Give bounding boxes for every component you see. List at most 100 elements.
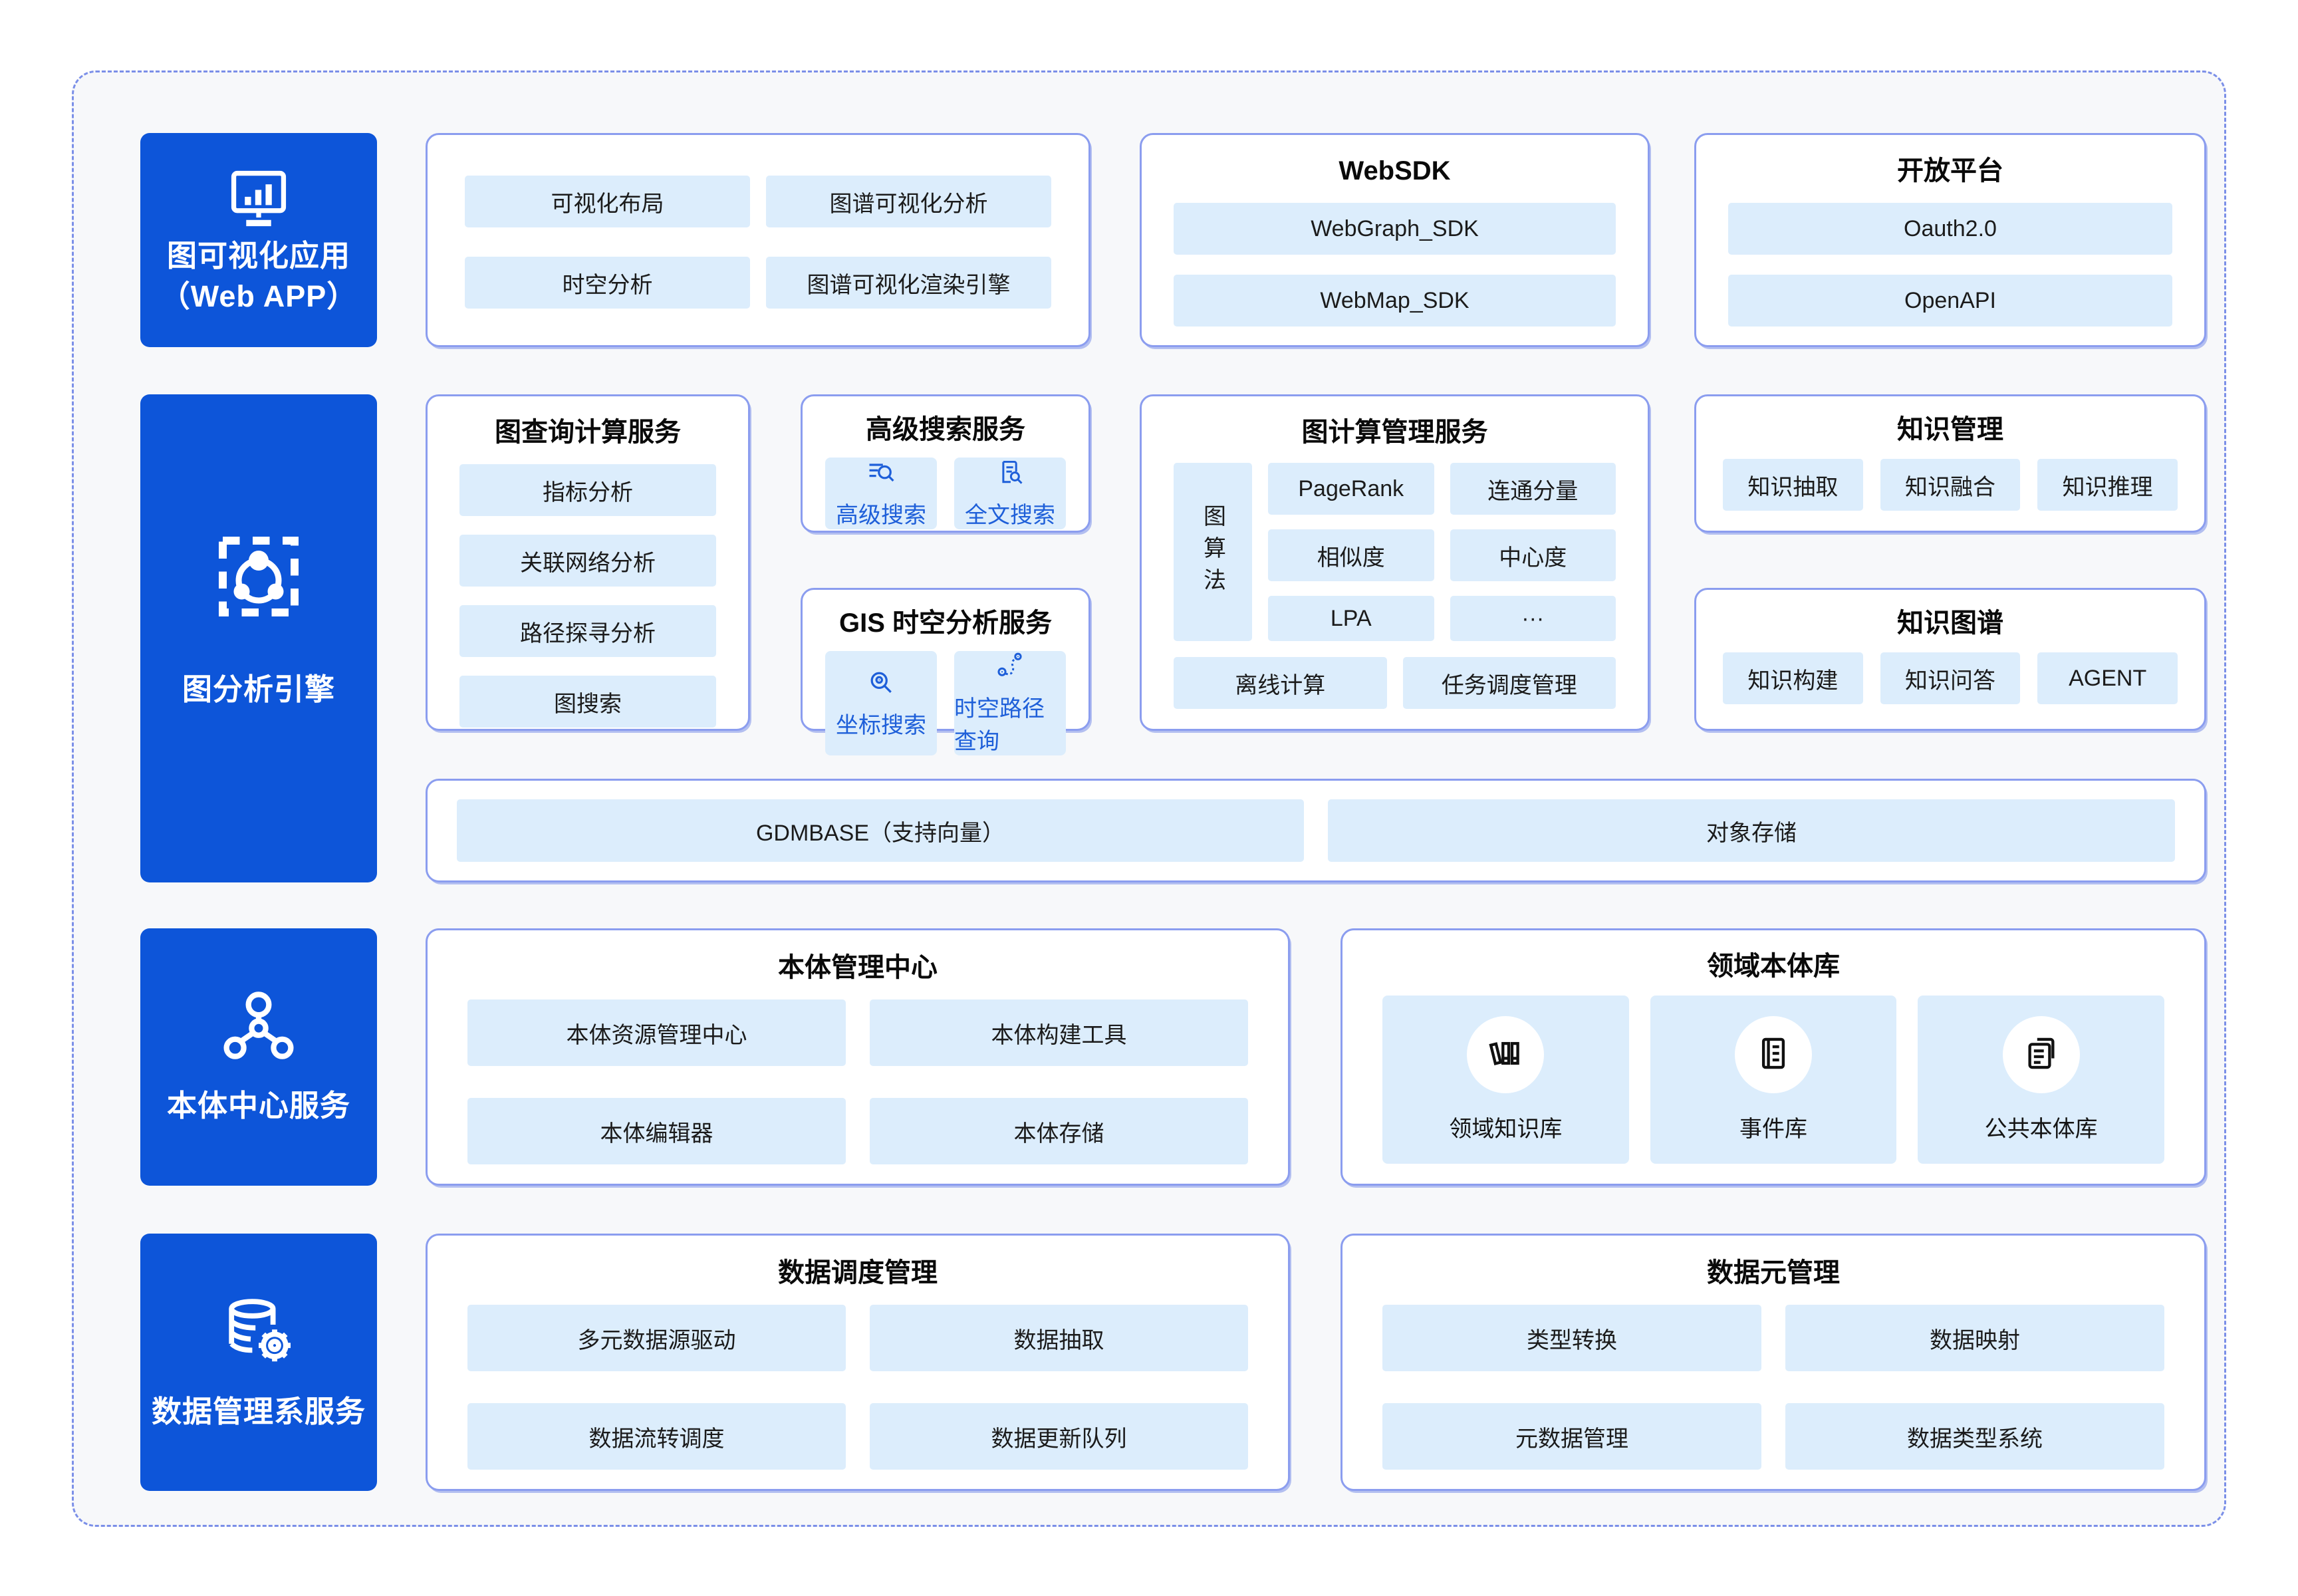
algorithm-pill: PageRank <box>1268 463 1434 515</box>
card-graph-compute: 图计算管理服务 图算法 PageRank 连通分量 相似度 中心度 LPA ··… <box>1140 394 1650 731</box>
monitor-chart-icon <box>222 164 295 236</box>
graph-algorithms-pill: 图算法 <box>1174 463 1252 641</box>
card-advanced-search: 高级搜索服务 高级搜索 <box>801 394 1090 533</box>
layer-graph-engine: 图分析引擎 <box>140 394 377 882</box>
database-gear-icon <box>215 1293 302 1376</box>
feature-pill: 数据更新队列 <box>870 1403 1248 1470</box>
pill-label: 全文搜索 <box>965 503 1055 528</box>
feature-pill: WebMap_SDK <box>1174 275 1616 327</box>
feature-pill: 图谱可视化分析 <box>766 176 1051 227</box>
feature-pill: 本体存储 <box>870 1098 1248 1164</box>
card-storage-bar: GDMBASE（支持向量） 对象存储 <box>426 779 2206 882</box>
layer-label: 图可视化应用 <box>166 238 350 273</box>
feature-pill-coordinate-search: 坐标搜索 <box>825 651 937 755</box>
algorithm-pill: LPA <box>1268 596 1434 641</box>
feature-pill: 关联网络分析 <box>459 535 716 587</box>
card-title: 领域本体库 <box>1707 952 1840 981</box>
layer-label: 本体中心服务 <box>166 1088 350 1123</box>
fulltext-search-icon <box>995 458 1025 491</box>
card-data-meta: 数据元管理 类型转换 数据映射 元数据管理 数据类型系统 <box>1340 1234 2206 1491</box>
feature-pill: 本体资源管理中心 <box>467 999 846 1066</box>
advanced-search-icon <box>866 458 896 491</box>
feature-pill: 本体编辑器 <box>467 1098 846 1164</box>
layer-label: 数据管理系服务 <box>151 1394 366 1428</box>
layer-data-service: 数据管理系服务 <box>140 1234 377 1491</box>
feature-pill: 知识抽取 <box>1723 459 1863 511</box>
feature-pill: 可视化布局 <box>465 176 750 227</box>
card-visual-app: 可视化布局 图谱可视化分析 时空分析 图谱可视化渲染引擎 <box>426 133 1090 347</box>
library-card-domain-knowledge: 领域知识库 <box>1382 996 1629 1164</box>
feature-pill: 数据流转调度 <box>467 1403 846 1470</box>
feature-pill: 类型转换 <box>1382 1305 1761 1371</box>
feature-pill: 指标分析 <box>459 464 716 516</box>
pill-label: 时空路径查询 <box>954 696 1045 754</box>
icon-circle <box>1467 1016 1545 1093</box>
feature-pill: 离线计算 <box>1174 657 1387 709</box>
storage-pill-object-storage: 对象存储 <box>1328 799 2175 862</box>
card-title: 知识管理 <box>1897 415 2003 444</box>
feature-pill: 时空分析 <box>465 257 750 309</box>
card-title: 数据元管理 <box>1707 1258 1840 1287</box>
stacked-docs-icon <box>2021 1033 2062 1077</box>
feature-pill: 知识融合 <box>1880 459 2021 511</box>
books-icon <box>1485 1033 1526 1077</box>
feature-pill: 图搜索 <box>459 676 716 728</box>
card-title: 知识图谱 <box>1897 608 2003 638</box>
molecule-icon <box>217 988 300 1070</box>
card-title: 本体管理中心 <box>778 953 938 982</box>
icon-circle <box>1735 1016 1812 1093</box>
feature-pill: 任务调度管理 <box>1402 657 1616 709</box>
feature-pill: 数据类型系统 <box>1785 1403 2164 1470</box>
card-title: GIS 时空分析服务 <box>838 608 1053 638</box>
layer-web-app: 图可视化应用 （Web APP） <box>140 133 377 347</box>
feature-pill: 知识构建 <box>1723 652 1863 704</box>
feature-pill: 知识推理 <box>2037 459 2178 511</box>
feature-pill: 数据映射 <box>1785 1305 2164 1371</box>
card-title: 数据调度管理 <box>778 1258 938 1287</box>
card-title: WebSDK <box>1339 156 1451 186</box>
feature-pill-route-query: 时空路径查询 <box>954 651 1066 755</box>
feature-pill: 知识问答 <box>1880 652 2021 704</box>
feature-pill: 元数据管理 <box>1382 1403 1761 1470</box>
layer-label: 图分析引擎 <box>182 672 335 707</box>
graph-frame-icon <box>209 527 309 630</box>
library-label: 事件库 <box>1739 1117 1807 1142</box>
feature-pill: 路径探寻分析 <box>459 605 716 657</box>
card-websdk: WebSDK WebGraph_SDK WebMap_SDK <box>1140 133 1650 347</box>
feature-pill: 图谱可视化渲染引擎 <box>766 257 1051 309</box>
document-lines-icon <box>1753 1033 1794 1077</box>
pill-label: 高级搜索 <box>836 503 926 528</box>
card-title: 图计算管理服务 <box>1301 418 1488 447</box>
coordinate-search-icon <box>866 668 896 702</box>
card-gis-service: GIS 时空分析服务 坐标搜索 <box>801 588 1090 755</box>
algorithm-pill: 相似度 <box>1268 529 1434 581</box>
library-card-events: 事件库 <box>1650 996 1897 1164</box>
diagram-frame: 图可视化应用 （Web APP） 图分析引擎 <box>72 70 2226 1527</box>
feature-pill-fulltext-search: 全文搜索 <box>954 458 1066 529</box>
layer-label-2: （Web APP） <box>160 279 358 313</box>
card-open-platform: 开放平台 Oauth2.0 OpenAPI <box>1694 133 2206 347</box>
route-query-icon <box>995 651 1025 685</box>
card-title: 开放平台 <box>1897 156 2003 186</box>
feature-pill: 多元数据源驱动 <box>467 1305 846 1371</box>
feature-pill: 数据抽取 <box>870 1305 1248 1371</box>
storage-pill-gdmbase: GDMBASE（支持向量） <box>457 799 1304 862</box>
card-knowledge-graph: 知识图谱 知识构建 知识问答 AGENT <box>1694 588 2206 731</box>
card-graph-query: 图查询计算服务 指标分析 关联网络分析 路径探寻分析 图搜索 <box>426 394 750 731</box>
feature-pill: WebGraph_SDK <box>1174 203 1616 255</box>
algorithm-pill: 连通分量 <box>1450 463 1616 515</box>
pill-label: 坐标搜索 <box>836 712 926 738</box>
card-domain-library: 领域本体库 领域知识库 <box>1340 928 2206 1186</box>
feature-pill: 本体构建工具 <box>870 999 1248 1066</box>
card-ontology-center: 本体管理中心 本体资源管理中心 本体构建工具 本体编辑器 本体存储 <box>426 928 1290 1186</box>
algorithm-pill: 中心度 <box>1450 529 1616 581</box>
algorithm-pill-more: ··· <box>1450 596 1616 641</box>
feature-pill: Oauth2.0 <box>1728 203 2172 255</box>
feature-pill-advanced-search: 高级搜索 <box>825 458 937 529</box>
library-card-public-ontology: 公共本体库 <box>1918 996 2165 1164</box>
icon-circle <box>2002 1016 2080 1093</box>
card-title: 图查询计算服务 <box>495 418 681 447</box>
card-title: 高级搜索服务 <box>866 415 1025 444</box>
card-knowledge-mgmt: 知识管理 知识抽取 知识融合 知识推理 <box>1694 394 2206 533</box>
